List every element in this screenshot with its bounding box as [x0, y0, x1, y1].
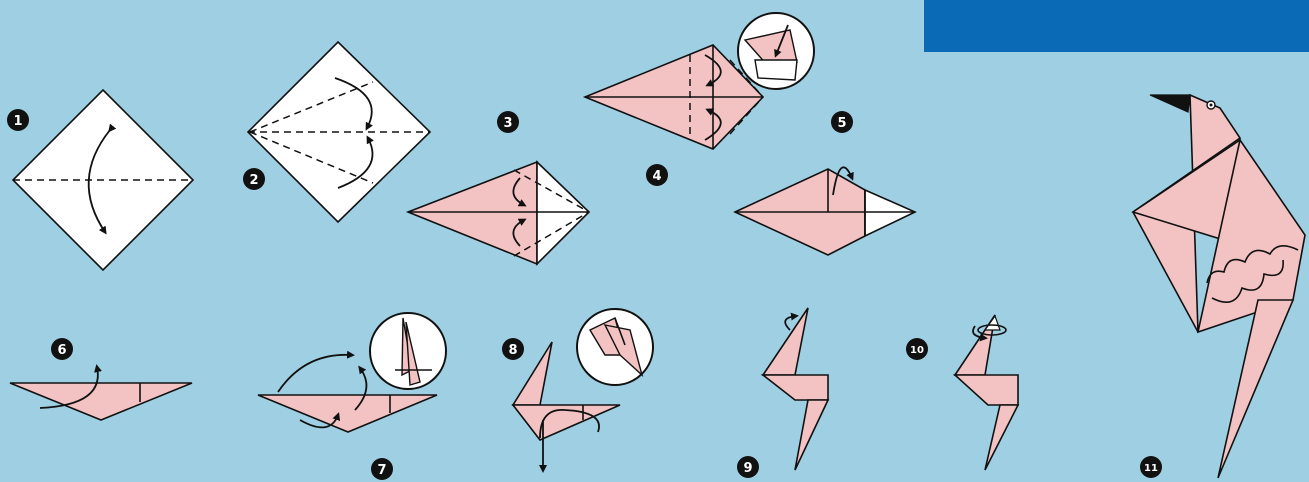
step-number-1: 1: [13, 114, 22, 129]
step-badge-3: 3: [497, 111, 519, 133]
step-number-4: 4: [652, 169, 661, 184]
step-6-figure: [10, 367, 192, 420]
step-badge-10: 10: [906, 338, 928, 360]
step-number-8: 8: [508, 343, 517, 358]
step-badge-8: 8: [502, 338, 524, 360]
step-badge-11: 11: [1140, 456, 1162, 478]
step-number-7: 7: [377, 463, 386, 478]
step-5-figure: [735, 167, 915, 255]
step-badge-7: 7: [371, 458, 393, 480]
step-7-figure: [258, 313, 446, 432]
step-badge-1: 1: [7, 109, 29, 131]
step-badge-5: 5: [831, 111, 853, 133]
step-badge-2: 2: [243, 168, 265, 190]
step-number-9: 9: [743, 461, 752, 476]
step-8-figure: [513, 309, 653, 470]
step-badge-4: 4: [646, 164, 668, 186]
step-number-3: 3: [503, 116, 512, 131]
step-number-5: 5: [837, 116, 846, 131]
step-10-figure: [955, 315, 1018, 470]
step-11-flamingo: [1133, 95, 1305, 478]
step-number-6: 6: [57, 343, 66, 358]
title-banner: [924, 0, 1309, 52]
step-1-figure: [13, 90, 193, 270]
step-9-figure: [763, 308, 828, 470]
step-3-figure: [408, 162, 589, 264]
step-number-11: 11: [1144, 463, 1158, 474]
step-number-2: 2: [249, 173, 258, 188]
step-2-figure: [248, 42, 430, 222]
step-badge-6: 6: [51, 338, 73, 360]
step-number-10: 10: [910, 345, 924, 356]
step-badge-9: 9: [737, 456, 759, 478]
step-4-figure: [585, 13, 814, 149]
